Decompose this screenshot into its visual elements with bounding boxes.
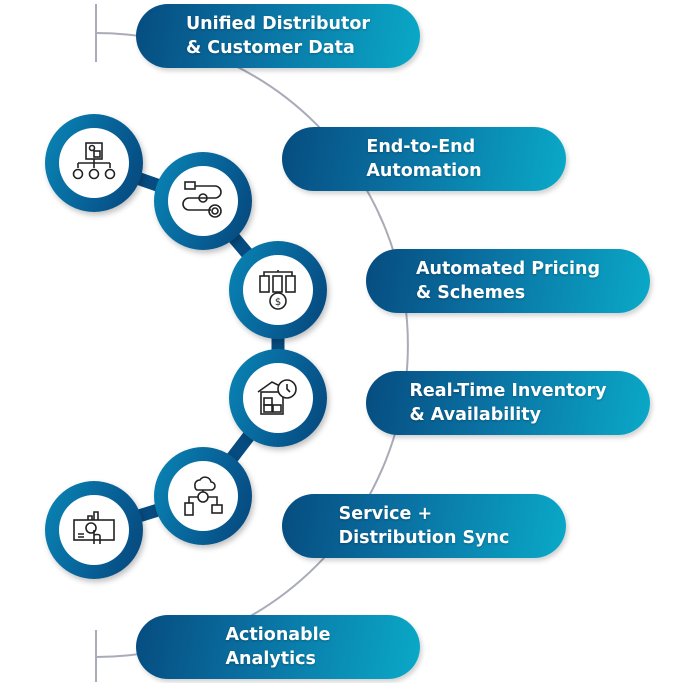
- feature-pill-unified-data: Unified Distributor & Customer Data: [136, 4, 420, 68]
- analytics-dashboard-icon: [73, 511, 115, 544]
- feature-label: Service + Distribution Sync: [338, 504, 510, 548]
- cloud-sync-icon: [184, 476, 223, 516]
- feature-pill-inventory: Real-Time Inventory & Availability: [366, 371, 650, 435]
- feature-label: Real-Time Inventory & Availability: [409, 381, 607, 425]
- feature-label: Unified Distributor & Customer Data: [185, 14, 371, 58]
- pricing-servers-icon: $: [259, 270, 296, 310]
- feature-label: Automated Pricing & Schemes: [415, 259, 601, 303]
- node-sync: [154, 447, 252, 545]
- warehouse-clock-icon: [257, 379, 297, 415]
- workflow-automation-icon: [182, 181, 222, 218]
- node-automation: [154, 152, 252, 250]
- feature-label: Actionable Analytics: [225, 625, 331, 669]
- feature-pill-automation: End-to-End Automation: [282, 127, 566, 191]
- org-hierarchy-icon: [72, 142, 116, 180]
- feature-pill-sync: Service + Distribution Sync: [282, 494, 566, 558]
- feature-pill-pricing: Automated Pricing & Schemes: [366, 249, 650, 313]
- feature-label: End-to-End Automation: [366, 137, 482, 181]
- node-inventory: [229, 349, 327, 447]
- node-unified-data: [45, 114, 143, 212]
- node-pricing: $: [229, 241, 327, 339]
- svg-text:$: $: [275, 297, 281, 308]
- node-analytics: [45, 481, 143, 579]
- feature-pill-analytics: Actionable Analytics: [136, 615, 420, 679]
